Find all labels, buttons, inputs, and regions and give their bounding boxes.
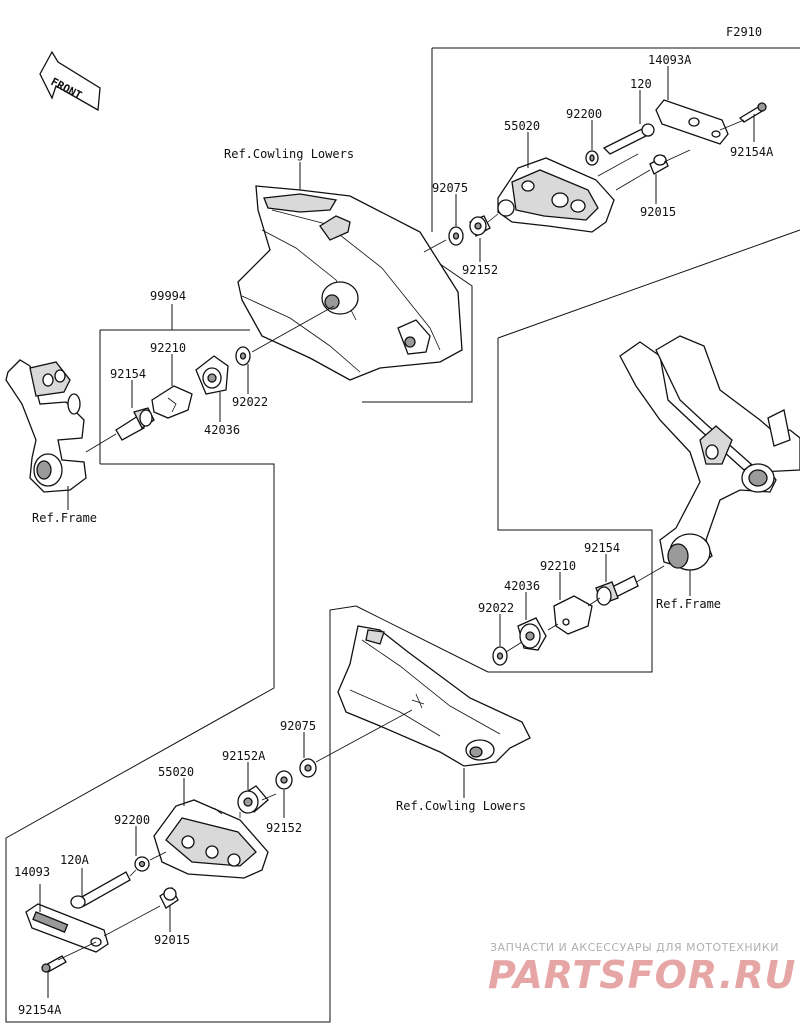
label-42036-right: 42036 (504, 579, 540, 593)
label-ref-cowling-lower: Ref.Cowling Lowers (396, 799, 526, 813)
spacer-92152A (237, 785, 269, 814)
spacer-92152-top (469, 215, 491, 237)
label-42036-left: 42036 (204, 423, 240, 437)
label-92200-bottom: 92200 (114, 813, 150, 827)
watermark-tagline: ЗАПЧАСТИ И АКСЕССУАРЫ ДЛЯ МОТОТЕХНИКИ (490, 941, 779, 954)
washer-92075-top (448, 226, 464, 246)
label-92015-bottom: 92015 (154, 933, 190, 947)
label-ref-frame-right: Ref.Frame (656, 597, 721, 611)
label-14093: 14093 (14, 865, 50, 879)
frame-bracket-left (5, 359, 87, 493)
label-ref-frame-left: Ref.Frame (32, 511, 97, 525)
label-92210-left: 92210 (150, 341, 186, 355)
bolt-120 (602, 123, 655, 155)
label-92154A-top: 92154A (730, 145, 774, 159)
label-92022-right: 92022 (478, 601, 514, 615)
label-55020-bottom: 55020 (158, 765, 194, 779)
clamp-92210-right (553, 595, 593, 635)
washer-92022-right (492, 646, 508, 666)
slider-55020-top (497, 157, 615, 233)
label-120: 120 (630, 77, 652, 91)
front-arrow-icon: FRONT (39, 50, 101, 112)
label-92022-left: 92022 (232, 395, 268, 409)
group-outlines (5, 47, 800, 1023)
label-14093A: 14093A (648, 53, 692, 67)
figure-code: F2910 (726, 25, 762, 39)
label-92015-top: 92015 (640, 205, 676, 219)
plate-14093 (25, 903, 109, 953)
washer-92022-left (235, 346, 251, 366)
bolt-92154-right (595, 575, 639, 606)
part-42036-left (195, 355, 229, 395)
label-92075-top: 92075 (432, 181, 468, 195)
label-92154-right: 92154 (584, 541, 620, 555)
screw-92154A-bottom (41, 955, 67, 973)
cowling-lower (337, 625, 531, 767)
watermark-brand: PARTSFOR.RU (488, 953, 796, 997)
label-92154A-bottom: 92154A (18, 1003, 62, 1017)
label-92210-right: 92210 (540, 559, 576, 573)
label-92154-left: 92154 (110, 367, 146, 381)
label-92152-top: 92152 (462, 263, 498, 277)
washer-92075-bottom (299, 758, 317, 778)
bolt-92154-left (115, 407, 155, 441)
collar-92015-top (649, 154, 669, 175)
label-ref-cowling-upper: Ref.Cowling Lowers (224, 147, 354, 161)
label-99994: 99994 (150, 289, 186, 303)
washer-92200-bottom (134, 856, 150, 872)
frame-right (619, 335, 800, 571)
washer-92152-bottom (275, 770, 293, 790)
label-92200-top: 92200 (566, 107, 602, 121)
label-55020-top: 55020 (504, 119, 540, 133)
label-92075-bottom: 92075 (280, 719, 316, 733)
label-92152-bottom: 92152 (266, 821, 302, 835)
bolt-120A (70, 871, 131, 909)
collar-92015-bottom (159, 887, 179, 909)
clamp-92210-left (151, 385, 193, 419)
label-92152A: 92152A (222, 749, 266, 763)
label-120A: 120A (60, 853, 90, 867)
washer-92200-top (585, 150, 599, 166)
slider-55020-bottom (153, 799, 269, 879)
screw-92154A-top (738, 102, 767, 123)
part-42036-right (517, 617, 547, 651)
plate-14093A (655, 99, 729, 145)
cowling-upper (237, 185, 463, 381)
